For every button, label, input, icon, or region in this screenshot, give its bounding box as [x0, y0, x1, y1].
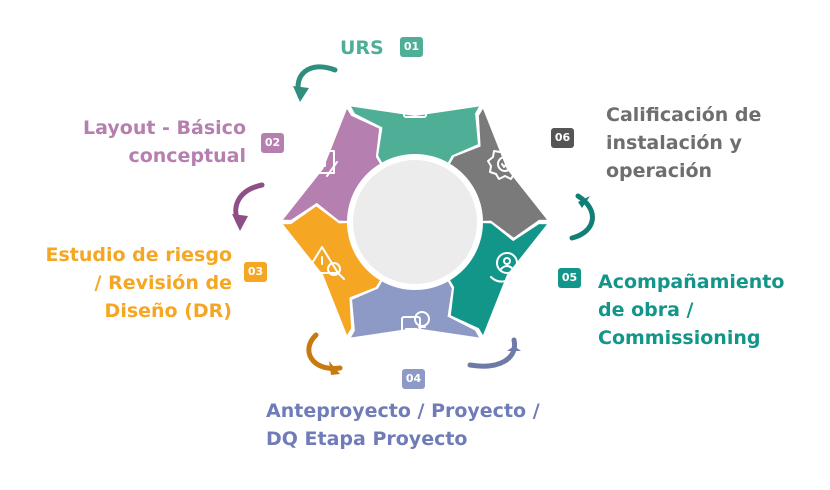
step-04-line-1: Anteproyecto / Proyecto / — [266, 400, 540, 422]
step-05-label: Acompañamiento de obra / Commissioning — [598, 268, 784, 352]
document-idea-icon — [401, 311, 430, 340]
step-05-line-2: de obra / — [598, 299, 694, 321]
ring-segment-03 — [283, 206, 380, 336]
step-01-line-1: URS — [340, 37, 384, 59]
step-02-line-1: Layout - Básico — [83, 117, 246, 139]
arrow-02-head — [232, 214, 248, 231]
step-06-line-2: instalación y — [606, 132, 742, 154]
step-04-badge: 04 — [402, 369, 425, 389]
step-06-line-1: Calificación de — [606, 104, 762, 126]
arrow-03-head — [329, 361, 340, 375]
step-02-badge: 02 — [261, 133, 284, 153]
step-03-line-2: / Revisión de — [94, 272, 232, 294]
step-03-line-1: Estudio de riesgo — [45, 244, 232, 266]
arrow-05-head — [507, 346, 521, 351]
ring-segment-04 — [351, 281, 479, 338]
center-circle — [353, 160, 477, 284]
ring-segment-06 — [450, 108, 547, 238]
arrow-06-head — [578, 196, 590, 208]
quality-badge-icon — [487, 147, 523, 180]
risk-search-icon — [305, 246, 345, 280]
step-02-label: Layout - Básico conceptual — [83, 114, 246, 170]
step-03-line-3: Diseño (DR) — [104, 300, 232, 322]
step-01-badge: 01 — [400, 37, 423, 57]
checklist-icon — [403, 88, 427, 118]
step-06-badge: 06 — [551, 128, 574, 148]
arrow-05-connector — [467, 337, 518, 369]
step-04-line-2: DQ Etapa Proyecto — [266, 428, 468, 450]
arrow-03-connector — [306, 332, 343, 371]
step-06-line-3: operación — [606, 160, 713, 182]
ring-segment-05 — [450, 223, 547, 336]
step-06-label: Calificación de instalación y operación — [606, 101, 761, 185]
blueprint-icon — [307, 146, 338, 177]
step-03-label: Estudio de riesgo / Revisión de Diseño (… — [45, 241, 232, 325]
step-05-badge: 05 — [558, 268, 581, 288]
step-03-badge: 03 — [244, 262, 267, 282]
handshake-group-icon — [490, 252, 522, 283]
ring-segment-02 — [283, 108, 380, 221]
arrow-01-head — [293, 86, 309, 102]
step-01-label: URS — [340, 34, 384, 62]
ring-segment-01 — [351, 106, 479, 163]
step-04-label: Anteproyecto / Proyecto / DQ Etapa Proye… — [266, 397, 540, 453]
step-02-line-2: conceptual — [128, 145, 246, 167]
step-05-line-3: Commissioning — [598, 327, 761, 349]
step-05-line-1: Acompañamiento — [598, 271, 785, 293]
